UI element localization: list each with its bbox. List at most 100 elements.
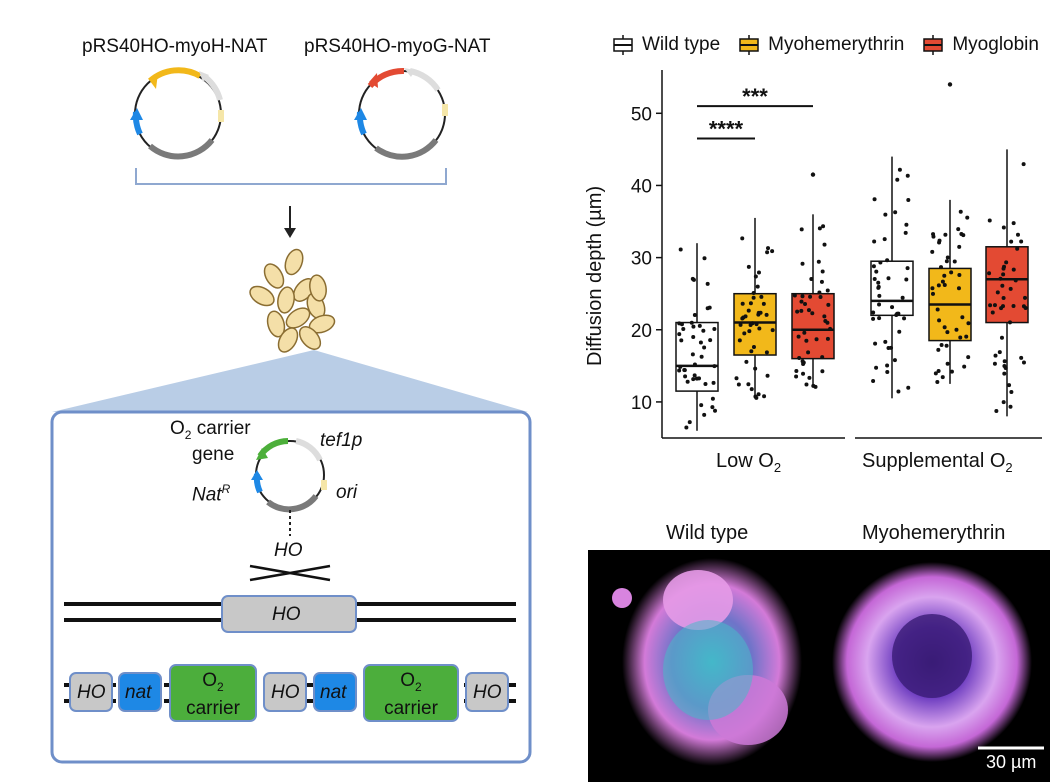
data-point xyxy=(817,226,822,231)
data-point xyxy=(1019,355,1024,360)
plasmid-myoh xyxy=(130,67,224,160)
data-point xyxy=(749,387,754,392)
data-point xyxy=(822,242,827,247)
data-point xyxy=(691,324,696,329)
data-point xyxy=(877,302,882,307)
data-point xyxy=(995,290,1000,295)
data-point xyxy=(906,197,911,202)
data-point xyxy=(677,368,682,373)
data-point xyxy=(820,269,825,274)
data-point xyxy=(883,339,888,344)
data-point xyxy=(685,379,690,384)
data-point xyxy=(877,316,882,321)
data-point xyxy=(937,240,942,245)
data-point xyxy=(1004,260,1009,265)
data-point xyxy=(742,331,747,336)
construction-diagram xyxy=(50,67,532,764)
data-point xyxy=(987,271,992,276)
ori-label: ori xyxy=(336,482,358,503)
o2-carrier-gene-label: O2 carrier xyxy=(170,418,251,442)
data-point xyxy=(999,335,1004,340)
data-point xyxy=(818,295,823,300)
data-point xyxy=(1007,383,1012,388)
data-point xyxy=(820,369,825,374)
data-point xyxy=(990,310,995,315)
gene-label: gene xyxy=(192,444,235,465)
legend-label-wild-type: Wild type xyxy=(642,34,721,55)
data-point xyxy=(795,309,800,314)
data-point xyxy=(885,369,890,374)
data-point xyxy=(822,314,827,319)
data-point xyxy=(1002,371,1007,376)
data-point xyxy=(897,167,902,172)
data-point xyxy=(905,173,910,178)
data-point xyxy=(1013,278,1018,283)
data-point xyxy=(826,302,831,307)
data-point xyxy=(699,403,704,408)
data-point xyxy=(962,364,967,369)
integrated-locus-boxes xyxy=(69,664,509,722)
data-point xyxy=(712,326,717,331)
data-point xyxy=(712,364,717,369)
data-point xyxy=(740,236,745,241)
data-point xyxy=(944,343,949,348)
data-point xyxy=(871,310,876,315)
data-point xyxy=(796,334,801,339)
data-point xyxy=(806,308,811,313)
outlier-point xyxy=(947,82,953,87)
data-point xyxy=(809,276,814,281)
legend-swatch-wild-type xyxy=(613,35,633,55)
data-point xyxy=(936,369,941,374)
y-tick-label: 30 xyxy=(631,249,652,270)
data-point xyxy=(952,259,957,264)
data-point xyxy=(711,380,716,385)
outlier-point xyxy=(810,172,816,177)
data-point xyxy=(800,261,805,266)
data-point xyxy=(936,347,941,352)
data-point xyxy=(1001,266,1006,271)
data-point xyxy=(1009,390,1014,395)
data-point xyxy=(987,218,992,223)
data-point xyxy=(1011,267,1016,272)
data-point xyxy=(765,373,770,378)
data-point xyxy=(702,412,707,417)
data-point xyxy=(871,264,876,269)
significance-label: **** xyxy=(709,117,744,142)
data-point xyxy=(943,232,948,237)
data-point xyxy=(942,325,947,330)
scale-bar-label: 30 µm xyxy=(986,752,1037,772)
data-point xyxy=(764,312,769,317)
data-point xyxy=(958,209,963,214)
data-point xyxy=(965,215,970,220)
data-point xyxy=(876,280,881,285)
data-point xyxy=(690,352,695,357)
locus-o2-2: O2 carrier xyxy=(384,670,438,719)
ho-label-cross: HO xyxy=(274,540,303,561)
data-point xyxy=(944,259,949,264)
data-point xyxy=(697,323,702,328)
data-point xyxy=(740,316,745,321)
data-point xyxy=(960,315,965,320)
data-point xyxy=(956,286,961,291)
data-point xyxy=(930,291,935,296)
data-point xyxy=(966,355,971,360)
data-point xyxy=(1011,304,1016,309)
chromosome xyxy=(64,595,516,633)
data-point xyxy=(1021,162,1026,167)
data-point xyxy=(698,340,703,345)
data-point xyxy=(744,359,749,364)
data-point xyxy=(900,295,905,300)
locus-ho-3: HO xyxy=(473,682,502,703)
data-point xyxy=(904,222,909,227)
data-point xyxy=(1002,359,1007,364)
data-point xyxy=(799,299,804,304)
data-point xyxy=(801,371,806,376)
locus-ho-2: HO xyxy=(271,682,300,703)
data-point xyxy=(699,354,704,359)
data-point xyxy=(687,420,692,425)
data-point xyxy=(705,306,710,311)
data-point xyxy=(874,269,879,274)
data-point xyxy=(828,326,833,331)
data-point xyxy=(1000,304,1005,309)
data-point xyxy=(802,330,807,335)
